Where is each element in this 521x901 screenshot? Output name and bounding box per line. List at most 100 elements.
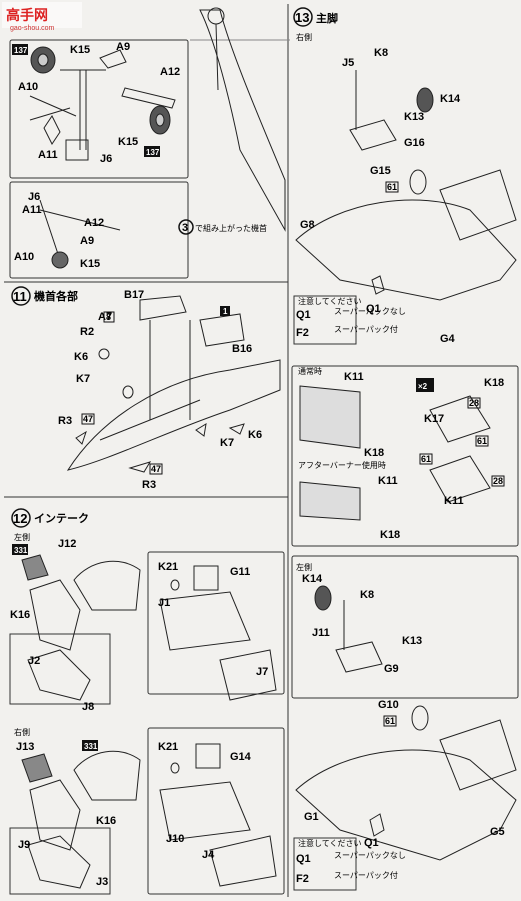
svg-text:J12: J12 bbox=[58, 538, 76, 550]
svg-text:スーパーパックなし: スーパーパックなし bbox=[334, 851, 406, 860]
svg-text:K7: K7 bbox=[76, 373, 90, 385]
svg-text:Q1: Q1 bbox=[364, 837, 379, 849]
watermark-url: gao-shou.com bbox=[10, 25, 55, 32]
svg-text:47: 47 bbox=[151, 464, 161, 474]
svg-text:J8: J8 bbox=[82, 701, 94, 713]
svg-text:G10: G10 bbox=[378, 699, 399, 711]
svg-text:K8: K8 bbox=[360, 589, 374, 601]
svg-text:A10: A10 bbox=[14, 251, 34, 263]
step10-reference: 3 で組み上がった機首 bbox=[178, 219, 267, 235]
svg-text:Q1: Q1 bbox=[366, 303, 381, 315]
svg-text:A12: A12 bbox=[160, 66, 180, 78]
svg-text:アフターバーナー使用時: アフターバーナー使用時 bbox=[298, 460, 386, 470]
step11-header: 11 機首各部 bbox=[11, 286, 78, 306]
svg-text:28: 28 bbox=[469, 398, 479, 408]
svg-text:J3: J3 bbox=[96, 876, 108, 888]
svg-text:G15: G15 bbox=[370, 165, 391, 177]
step13-k-labels: K11 K18 K17 K18 K11 K11 K18 bbox=[344, 371, 504, 541]
svg-text:K6: K6 bbox=[74, 351, 88, 363]
svg-text:K13: K13 bbox=[404, 111, 424, 123]
step13-header: 13 主脚 右側 左側 bbox=[293, 7, 338, 572]
step12-drawings bbox=[21, 554, 277, 889]
svg-text:G16: G16 bbox=[404, 137, 425, 149]
svg-text:J4: J4 bbox=[202, 849, 215, 861]
svg-text:J7: J7 bbox=[256, 666, 268, 678]
svg-text:K7: K7 bbox=[220, 437, 234, 449]
svg-text:K15: K15 bbox=[70, 44, 90, 56]
step13-notes: 注意してください Q1 F2 スーパーパックなし スーパーパック付 注意してくだ… bbox=[293, 295, 434, 891]
svg-text:137: 137 bbox=[14, 46, 28, 55]
step13-pack-badges: 28 28 61 61 61 61 bbox=[383, 181, 505, 727]
svg-text:J13: J13 bbox=[16, 741, 34, 753]
svg-text:J6: J6 bbox=[100, 153, 112, 165]
svg-text:右側: 右側 bbox=[14, 727, 30, 737]
svg-text:A9: A9 bbox=[80, 235, 94, 247]
svg-text:G8: G8 bbox=[300, 219, 315, 231]
svg-text:K15: K15 bbox=[80, 258, 100, 270]
svg-text:Q1: Q1 bbox=[296, 309, 311, 321]
svg-text:137: 137 bbox=[146, 148, 160, 157]
svg-text:331: 331 bbox=[14, 546, 28, 555]
svg-text:J2: J2 bbox=[28, 655, 40, 667]
step12-decal-badges: 331 331 bbox=[12, 544, 98, 751]
svg-text:K21: K21 bbox=[158, 741, 178, 753]
svg-text:J1: J1 bbox=[158, 597, 170, 609]
svg-text:注意してください: 注意してください bbox=[298, 838, 362, 848]
svg-text:K18: K18 bbox=[484, 377, 504, 389]
step10-count-badges: 137 137 bbox=[12, 44, 160, 157]
svg-text:1: 1 bbox=[223, 307, 228, 316]
svg-text:A12: A12 bbox=[84, 217, 104, 229]
svg-text:K17: K17 bbox=[424, 413, 444, 425]
svg-text:J6: J6 bbox=[28, 191, 40, 203]
svg-text:A7: A7 bbox=[98, 311, 112, 323]
watermark-logo: 高手网 gao-shou.com bbox=[2, 2, 82, 32]
svg-text:K14: K14 bbox=[440, 93, 461, 105]
step10-drawings bbox=[29, 7, 290, 269]
svg-text:G4: G4 bbox=[440, 333, 456, 345]
svg-text:K14: K14 bbox=[302, 573, 323, 585]
svg-text:61: 61 bbox=[421, 454, 431, 464]
svg-text:J5: J5 bbox=[342, 57, 354, 69]
svg-text:K21: K21 bbox=[158, 561, 178, 573]
panel-borders bbox=[4, 4, 519, 897]
svg-text:G14: G14 bbox=[230, 751, 252, 763]
svg-text:3: 3 bbox=[182, 222, 188, 234]
svg-text:R3: R3 bbox=[58, 415, 72, 427]
svg-text:G9: G9 bbox=[384, 663, 399, 675]
svg-text:G5: G5 bbox=[490, 826, 505, 838]
svg-text:K8: K8 bbox=[374, 47, 388, 59]
svg-text:右側: 右側 bbox=[296, 32, 312, 42]
svg-text:K15: K15 bbox=[118, 136, 138, 148]
svg-text:12: 12 bbox=[13, 511, 27, 526]
svg-text:K11: K11 bbox=[444, 495, 464, 507]
svg-text:R3: R3 bbox=[142, 479, 156, 491]
svg-text:×2: ×2 bbox=[418, 382, 428, 391]
svg-text:J9: J9 bbox=[18, 839, 30, 851]
watermark-logo-text: 高手网 bbox=[6, 7, 48, 23]
svg-text:機首各部: 機首各部 bbox=[34, 289, 78, 303]
svg-text:B16: B16 bbox=[232, 343, 252, 355]
step13-drawings bbox=[295, 70, 517, 861]
svg-text:G1: G1 bbox=[304, 811, 319, 823]
step11-count-badges: 8 1 47 47 bbox=[81, 306, 230, 475]
svg-text:61: 61 bbox=[387, 182, 397, 192]
svg-text:左側: 左側 bbox=[14, 532, 30, 542]
svg-text:11: 11 bbox=[13, 289, 27, 304]
step12-header: 12 インテーク 左側 右側 bbox=[11, 508, 89, 737]
svg-text:K6: K6 bbox=[248, 429, 262, 441]
svg-text:J10: J10 bbox=[166, 833, 184, 845]
step12-labels: J12 K16 J2 J8 K21 G11 J1 J7 J13 K16 J9 J… bbox=[10, 538, 268, 888]
svg-text:61: 61 bbox=[477, 436, 487, 446]
step13-labels: J5 K8 K14 K13 G16 G15 G8 Q1 G4 K14 K8 J1… bbox=[300, 47, 505, 849]
svg-text:K18: K18 bbox=[364, 447, 384, 459]
svg-text:331: 331 bbox=[84, 742, 98, 751]
svg-text:13: 13 bbox=[295, 10, 309, 25]
svg-text:スーパーパックなし: スーパーパックなし bbox=[334, 307, 406, 316]
svg-text:F2: F2 bbox=[296, 327, 309, 339]
svg-text:K11: K11 bbox=[344, 371, 364, 383]
svg-text:F2: F2 bbox=[296, 873, 309, 885]
svg-text:左側: 左側 bbox=[296, 562, 312, 572]
svg-text:K16: K16 bbox=[10, 609, 30, 621]
svg-text:注意してください: 注意してください bbox=[298, 296, 362, 306]
